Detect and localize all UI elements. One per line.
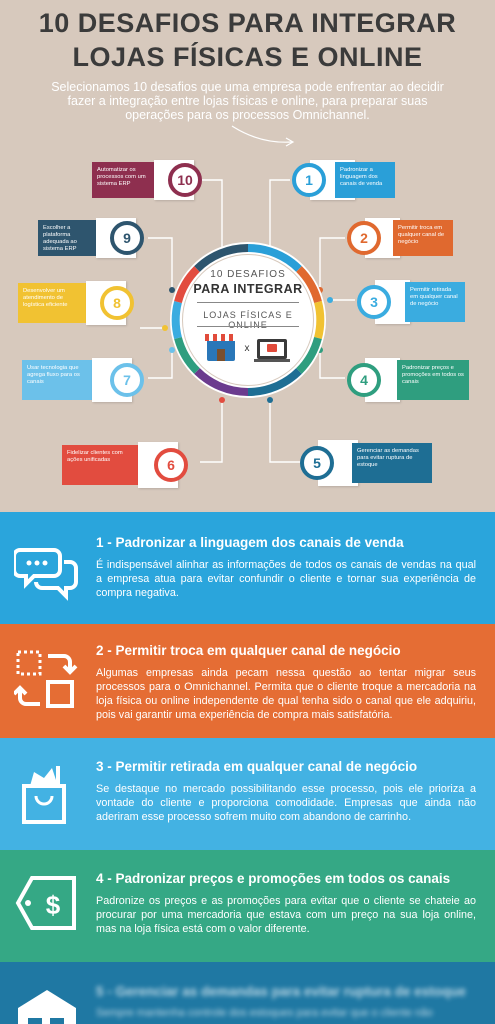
node-6-number: 6 (154, 448, 188, 482)
node-8-number: 8 (100, 286, 134, 320)
section-1-text: É indispensável alinhar as informações d… (96, 559, 476, 599)
svg-text:$: $ (46, 890, 61, 920)
node-4-label: Padronizar preços e promoções em todos o… (397, 360, 469, 400)
node-6-label: Fidelizar clientes com ações unificadas (62, 445, 142, 485)
node-5-number: 5 (300, 446, 334, 480)
title-line-1: 10 DESAFIOS PARA INTEGRAR (38, 8, 457, 38)
node-4-number: 4 (347, 363, 381, 397)
node-10-number: 10 (168, 163, 202, 197)
section-4-text: Padronize os preços e as promoções para … (96, 895, 476, 935)
exchange-icon (14, 650, 78, 708)
hub-line-2: PARA INTEGRAR (193, 282, 303, 296)
hub-center: 10 DESAFIOS PARA INTEGRAR LOJAS FÍSICAS … (183, 255, 313, 385)
node-7-label: Usar tecnologia que agrega fluxo para os… (22, 360, 98, 400)
hub-line-1: 10 DESAFIOS (210, 269, 286, 280)
title-line-2: LOJAS FÍSICAS E ONLINE (72, 42, 423, 72)
section-5-text: Sempre mantenha controle dos estoques pa… (96, 1007, 433, 1019)
speech-bubbles-icon (14, 548, 78, 601)
node-7-number: 7 (110, 363, 144, 397)
section-3-text: Se destaque no mercado possibilitando es… (96, 783, 476, 823)
shopping-bag-icon (22, 766, 66, 824)
node-10-label: Automatizar os processos com um sistema … (92, 162, 162, 198)
section-2: 2 - Permitir troca em qualquer canal de … (0, 624, 495, 738)
cart-icon (267, 344, 277, 352)
infographic-header: 10 DESAFIOS PARA INTEGRAR LOJAS FÍSICAS … (18, 8, 469, 488)
node-3-label: Permitir retirada em qualquer canal de n… (405, 282, 465, 322)
node-5-label: Gerenciar as demandas para evitar ruptur… (352, 443, 432, 483)
section-5: 5 - Gerenciar as demandas para evitar ru… (0, 962, 495, 1024)
times-symbol: x (244, 343, 250, 354)
store-icon (205, 334, 237, 361)
curved-arrow-icon (231, 125, 295, 147)
subtitle: Selecionamos 10 desafios que uma empresa… (51, 80, 444, 122)
hub-line-3: LOJAS FÍSICAS E ONLINE (203, 310, 293, 330)
section-3-title: 3 - Permitir retirada em qualquer canal … (96, 759, 418, 774)
node-3-number: 3 (357, 285, 391, 319)
node-2-number: 2 (347, 221, 381, 255)
node-1-number: 1 (292, 163, 326, 197)
node-9-label: Escolher a plataforma adequada ao sistem… (38, 220, 100, 256)
divider (197, 326, 299, 327)
hub-connectors (140, 179, 355, 463)
section-1-title: 1 - Padronizar a linguagem dos canais de… (96, 535, 404, 550)
node-2-label: Permitir troca em qualquer canal de negó… (393, 220, 453, 256)
section-2-title: 2 - Permitir troca em qualquer canal de … (96, 643, 401, 658)
section-5-title: 5 - Gerenciar as demandas para evitar ru… (96, 984, 466, 999)
section-1: 1 - Padronizar a linguagem dos canais de… (0, 512, 495, 624)
node-1-label: Padronizar a linguagem dos canais de ven… (335, 162, 395, 198)
section-4-title: 4 - Padronizar preços e promoções em tod… (96, 871, 451, 886)
node-8-label: Desenvolver um atendimento de logística … (18, 283, 90, 323)
section-4: $ 4 - Padronizar preços e promoções em t… (0, 850, 495, 962)
price-tag-icon: $ (15, 876, 76, 930)
divider (197, 302, 299, 303)
node-9-number: 9 (110, 221, 144, 255)
section-2-text: Algumas empresas ainda pecam nessa quest… (96, 667, 476, 721)
section-3: 3 - Permitir retirada em qualquer canal … (0, 738, 495, 850)
warehouse-icon (18, 990, 76, 1024)
